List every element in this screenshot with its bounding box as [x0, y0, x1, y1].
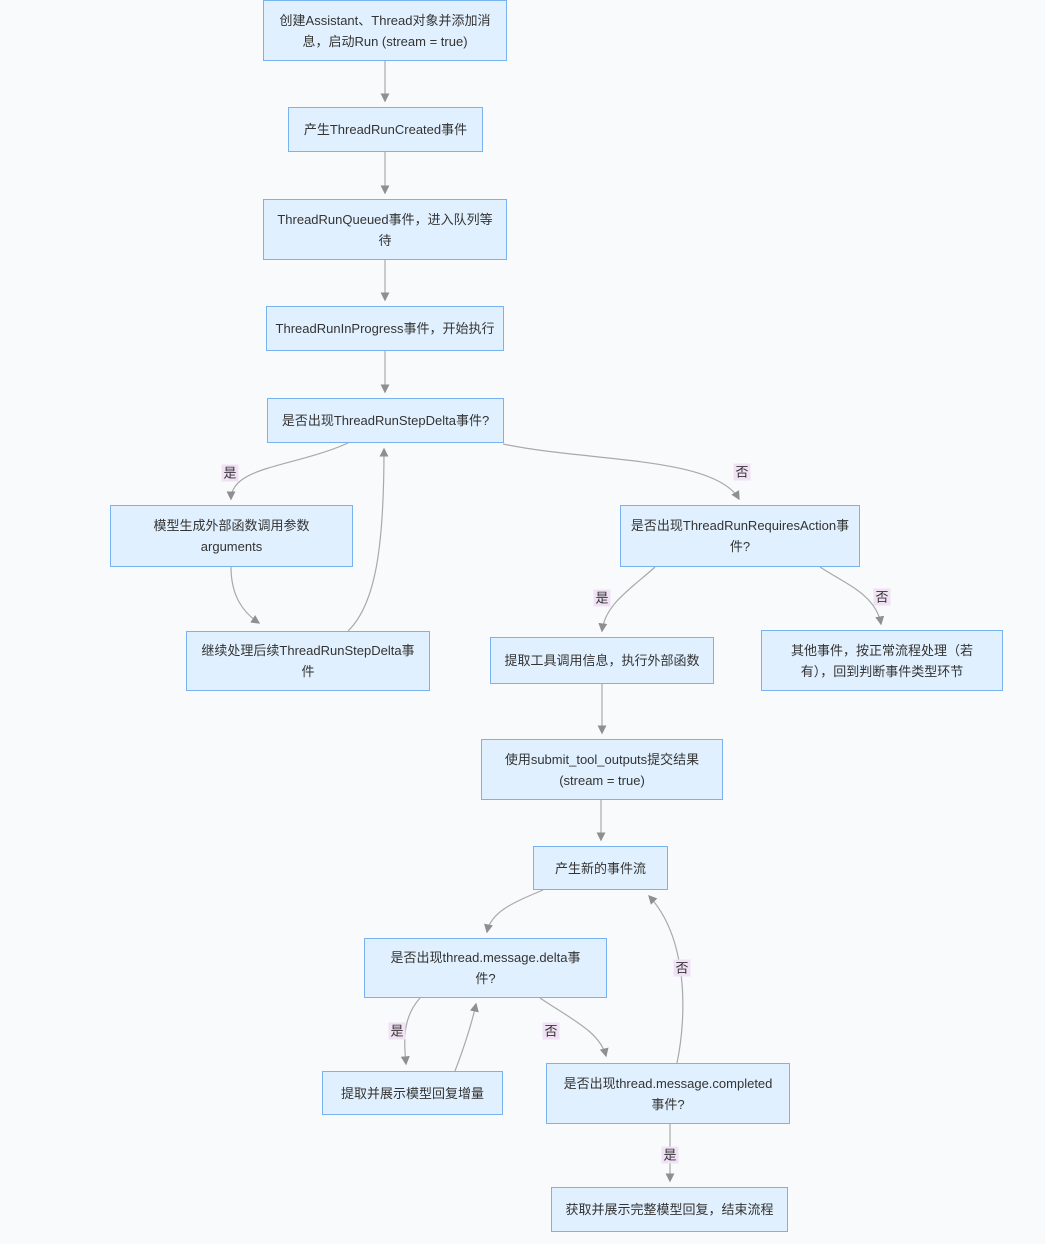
edge-stream-to-delta-question	[484, 889, 544, 934]
node-generate-arguments: 模型生成外部函数调用参数 arguments	[110, 505, 353, 567]
node-message-delta-question: 是否出现thread.message.delta事 件?	[364, 938, 607, 998]
node-message-completed-question: 是否出现thread.message.completed 事件?	[546, 1063, 790, 1124]
node-requires-action-question: 是否出现ThreadRunRequiresAction事 件?	[620, 505, 860, 567]
edge-label-yes: 是	[661, 1146, 679, 1164]
node-show-full-reply: 获取并展示完整模型回复，结束流程	[551, 1187, 788, 1232]
edge-requiresaction-yes	[598, 566, 656, 633]
edge-delta-yes	[400, 997, 421, 1066]
edge-label-yes: 是	[221, 464, 239, 482]
node-extract-tool-calls: 提取工具调用信息，执行外部函数	[490, 637, 714, 684]
edge-stepdelta-yes	[226, 442, 349, 501]
edge-label-no: 否	[673, 959, 691, 977]
node-step-delta-question: 是否出现ThreadRunStepDelta事件?	[267, 398, 504, 443]
node-thread-run-created: 产生ThreadRunCreated事件	[288, 107, 483, 152]
edge-arguments-to-continue	[230, 566, 261, 624]
node-new-event-stream: 产生新的事件流	[533, 846, 668, 890]
node-show-delta: 提取并展示模型回复增量	[322, 1071, 503, 1115]
edge-showdelta-back	[454, 1002, 479, 1072]
edge-label-yes: 是	[593, 589, 611, 607]
node-other-events: 其他事件，按正常流程处理（若 有），回到判断事件类型环节	[761, 630, 1003, 691]
edge-delta-no	[539, 997, 609, 1058]
node-continue-step-delta: 继续处理后续ThreadRunStepDelta事 件	[186, 631, 430, 691]
edge-label-no: 否	[873, 588, 891, 606]
edge-requiresaction-no	[819, 566, 885, 626]
edge-label-no: 否	[542, 1022, 560, 1040]
edge-label-no: 否	[733, 463, 751, 481]
node-create-run: 创建Assistant、Thread对象并添加消 息，启动Run (stream…	[263, 0, 507, 61]
edge-completed-no-back	[648, 895, 684, 1064]
edge-stepdelta-no	[502, 443, 740, 501]
edge-label-yes: 是	[388, 1022, 406, 1040]
node-submit-tool-outputs: 使用submit_tool_outputs提交结果 (stream = true…	[481, 739, 723, 800]
edge-continue-back-to-stepdelta	[347, 447, 389, 632]
node-thread-run-queued: ThreadRunQueued事件，进入队列等 待	[263, 199, 507, 260]
node-thread-run-in-progress: ThreadRunInProgress事件，开始执行	[266, 306, 504, 351]
